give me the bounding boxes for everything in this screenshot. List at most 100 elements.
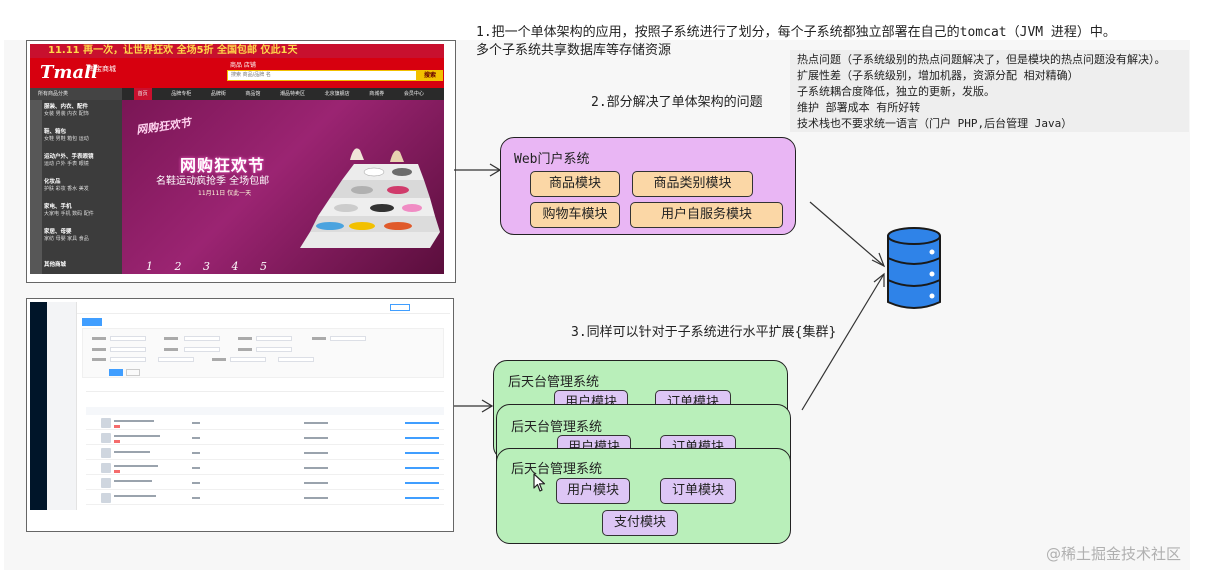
benefit-line: 技术栈也不要求统一语言（门户 PHP,后台管理 Java） [797,117,1073,130]
admin-filter-label [238,348,252,351]
admin-row-text [114,495,156,497]
benefit-line: 热点问题（子系统级别的热点问题解决了，但是模块的热点问题没有解决）。 [797,53,1166,66]
admin-reset-button [126,369,140,376]
order-module: 订单模块 [660,478,736,504]
tmall-category-title: 运动户外、手表眼镜 [44,154,94,160]
tmall-nav-category: 所有商品分类 [30,88,122,100]
payment-module: 支付模块 [602,510,678,536]
admin-row-price [192,437,200,439]
user-module: 用户模块 [556,478,630,504]
admin-row-date [304,437,328,439]
tmall-category-title: 家电、手机 [44,204,72,210]
admin-table-header [86,407,444,415]
annotation-point-3: 3.同样可以针对于子系统进行水平扩展{集群} [571,325,837,340]
tmall-category: 鞋、箱包女鞋 男鞋 箱包 运动 [44,129,120,143]
admin-row-price [192,452,200,454]
admin-table-row [86,461,444,475]
tmall-sidebar-tabs [30,100,42,274]
web-portal-title: Web门户系统 [514,152,590,167]
admin-product-thumbnail [101,463,111,473]
admin-filter-label [164,337,178,340]
tmall-festival-date: 11月11日 仅此一天 [198,190,252,197]
arrow-admin-to-backend-icon [454,399,494,413]
admin-filter-field [278,357,314,362]
product-module: 商品模块 [530,171,620,197]
admin-row-date [304,422,328,424]
backend-title: 后天台管理系统 [511,420,603,435]
admin-row-price [192,497,200,499]
admin-row-text [114,435,160,437]
admin-product-thumbnail [101,433,111,443]
admin-table-row [86,446,444,460]
admin-header [77,302,450,314]
admin-filter-field [158,357,194,362]
tmall-category-title: 家居、母婴 [44,229,72,235]
benefit-line: 扩展性差（子系统级别，增加机器，资源分配 相对精确） [797,69,1079,82]
admin-table-row [86,431,444,445]
admin-row-actions [405,437,439,439]
tmall-search-input: 搜索 商品/品牌 名 [227,70,417,81]
admin-filter-label [164,348,178,351]
tmall-banner-pagination: 1 2 3 4 5 [146,260,276,273]
product-category-module: 商品类别模块 [632,171,753,197]
admin-filter-label [92,337,106,340]
admin-filter-field [184,347,220,352]
admin-filter-label [312,337,326,340]
admin-row-text [114,480,152,482]
admin-search-button [109,369,123,376]
admin-submenu [47,302,77,510]
admin-row-actions [405,422,439,424]
tmall-nav-item: 潮品特卖区 [280,91,306,97]
watermark: @稀土掘金技术社区 [1046,545,1182,563]
admin-filter-field [330,336,366,341]
backend-title: 后天台管理系统 [508,375,600,390]
tmall-category-sub: 护肤 彩妆 香水 美发 [44,186,89,192]
tmall-search-button: 搜索 [417,70,443,81]
admin-active-tab [82,318,102,326]
admin-header-button [390,304,410,311]
tmall-category-title: 鞋、箱包 [44,129,67,135]
tmall-top-banner: 11.11 再一次，让世界狂欢 全场5折 全国包邮 仅此1天 [30,44,444,58]
annotation-point-1-line-2: 多个子系统共享数据库等存储资源 [476,43,672,58]
admin-row-actions [405,452,439,454]
admin-row-date [304,497,328,499]
admin-filter-label [92,348,106,351]
admin-row-price [192,422,200,424]
admin-product-thumbnail [101,448,111,458]
admin-product-thumbnail [101,478,111,488]
admin-filter-field [110,347,146,352]
tmall-festival-title: 网购狂欢节 [180,156,266,175]
tmall-nav-item: 首页 [133,88,152,100]
admin-filter-field [184,336,220,341]
admin-product-thumbnail [101,418,111,428]
admin-filter-field [256,347,292,352]
admin-row-text [114,465,158,467]
shopping-cart-module: 购物车模块 [530,202,620,228]
admin-filter-field [256,336,292,341]
tmall-category-title: 化妆品 [44,179,61,185]
admin-row-text [114,420,154,422]
annotation-point-1-line-1: 1.把一个单体架构的应用，按照子系统进行了划分，每个子系统都独立部署在自己的to… [476,25,1116,40]
tmall-search-tabs: 商品 店铺 [230,62,256,69]
admin-filter-label [92,358,106,361]
arrows-to-database-icon [801,201,886,411]
admin-filter-field [230,357,266,362]
admin-row-actions [405,497,439,499]
admin-table-row [86,416,444,430]
admin-filter-label [212,358,226,361]
admin-table-row [86,491,444,505]
tmall-nav-item: 北京旗舰店 [324,91,350,97]
tmall-category-sub: 大家电 手机 数码 配件 [44,211,94,217]
database-icon [887,227,941,309]
tmall-category-sub: 女鞋 男鞋 箱包 运动 [44,136,89,142]
tmall-category: 服装、内衣、配件女装 男装 内衣 配饰 [44,104,120,118]
tmall-nav-item: 品牌专柜 [171,91,192,97]
admin-sidebar [30,302,47,510]
admin-row-date [304,482,328,484]
tmall-logo: Tmall [40,62,98,83]
user-self-service-module: 用户自服务模块 [630,202,783,228]
admin-filter-field [110,357,146,362]
admin-row-text [114,451,150,453]
admin-product-thumbnail [101,493,111,503]
tmall-category-sidebar [30,100,122,274]
